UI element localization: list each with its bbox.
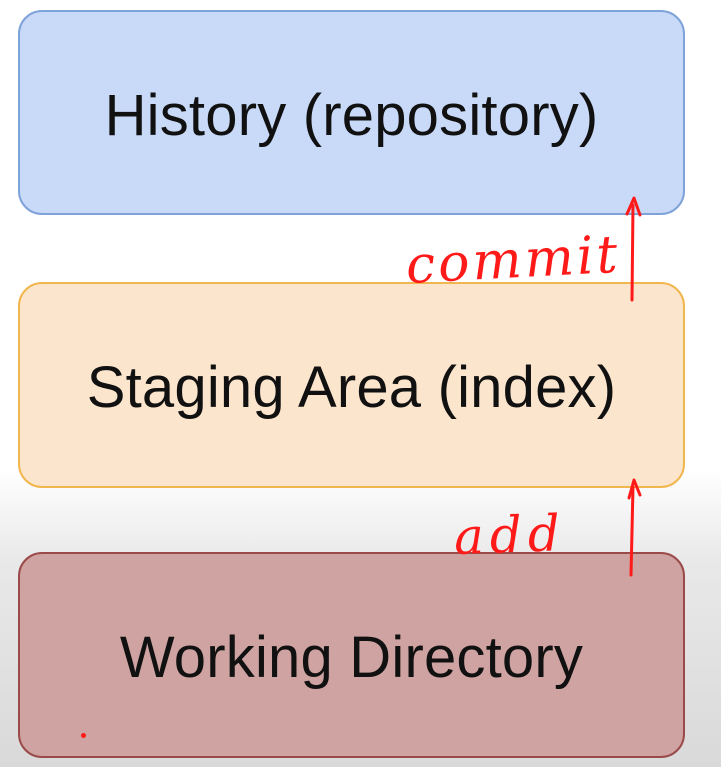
working-directory-box: Working Directory: [18, 552, 685, 758]
staging-area-box: Staging Area (index): [18, 282, 685, 488]
working-directory-label: Working Directory: [119, 624, 584, 690]
history-repository-box: History (repository): [18, 10, 685, 215]
history-repository-label: History (repository): [104, 83, 599, 148]
staging-area-label: Staging Area (index): [86, 354, 617, 420]
